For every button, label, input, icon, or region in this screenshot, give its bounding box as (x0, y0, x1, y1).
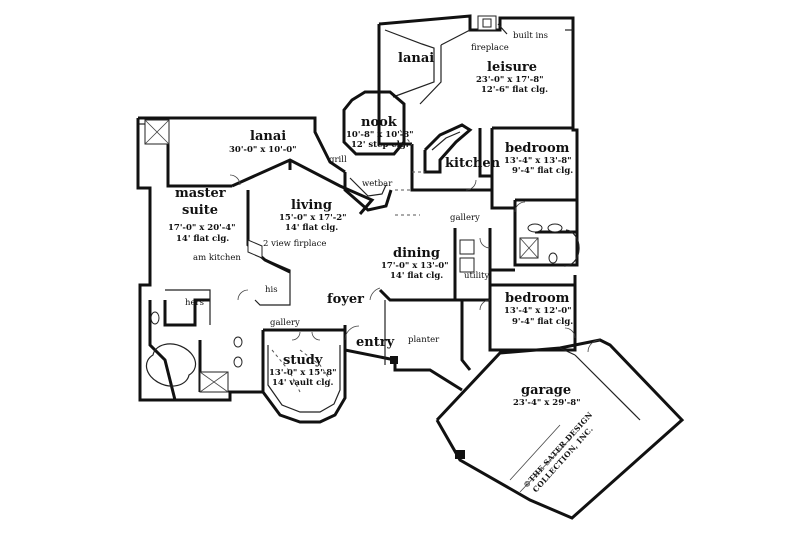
room-name-master-line2: suite (182, 203, 218, 218)
room-dims-nook: 10'-8" x 10'-8" (346, 130, 414, 140)
room-name-bedroom-2: bedroom (505, 291, 570, 306)
label-foyer: foyer (327, 292, 364, 307)
room-dims-living: 15'-0" x 17'-2" (279, 213, 347, 223)
room-dims-lanai-main: 30'-0" x 10'-0" (229, 145, 297, 155)
room-dims-leisure: 23'-0" x 17'-8" (476, 75, 544, 85)
room-dims-bedroom-1: 13'-4" x 13'-8" (504, 156, 572, 166)
label-am-kitchen: am kitchen (193, 253, 241, 263)
room-ceiling-dining: 14' flat clg. (390, 271, 443, 281)
label-hers: hers (185, 298, 204, 308)
room-ceiling-master: 14' flat clg. (176, 234, 229, 244)
room-name-dining: dining (393, 246, 440, 261)
room-name-leisure: leisure (487, 60, 537, 75)
room-dims-bedroom-2: 13'-4" x 12'-0" (504, 306, 572, 316)
label-fireplace: fireplace (471, 43, 509, 53)
label-entry: entry (356, 335, 395, 350)
label-gallery-right: gallery (450, 213, 480, 223)
room-dims-study: 13'-0" x 15'-8" (269, 368, 337, 378)
label-grill: grill (329, 155, 347, 165)
label-planter: planter (408, 335, 440, 345)
label-wetbar: wetbar (362, 179, 393, 189)
room-dims-master: 17'-0" x 20'-4" (168, 223, 236, 233)
room-name-lanai-top: lanai (398, 51, 434, 66)
copyright-line1: ©THE SATER DESIGN (522, 410, 595, 490)
room-name-bedroom-1: bedroom (505, 141, 570, 156)
room-name-kitchen: kitchen (445, 156, 501, 171)
exterior-walls (136, 14, 685, 520)
label-built-ins: built ins (513, 31, 548, 41)
room-name-lanai-main: lanai (250, 129, 286, 144)
room-dims-dining: 17'-0" x 13'-0" (381, 261, 449, 271)
room-ceiling-study: 14' vault clg. (272, 378, 333, 388)
room-name-nook: nook (361, 115, 398, 130)
label-his: his (265, 285, 278, 295)
room-name-living: living (291, 198, 332, 213)
room-ceiling-leisure: 12'-6" flat clg. (481, 85, 548, 95)
label-gallery-left: gallery (270, 318, 300, 328)
room-ceiling-bedroom-1: 9'-4" flat clg. (512, 166, 573, 176)
room-dims-garage: 23'-4" x 29'-8" (513, 398, 581, 408)
label-view-fireplace: 2 view firplace (263, 239, 326, 249)
copyright-line2: COLLECTION, INC. (531, 425, 595, 495)
room-name-study: study (283, 353, 323, 368)
room-name-master-line1: master (175, 186, 226, 201)
room-name-garage: garage (521, 383, 571, 398)
room-ceiling-living: 14' flat clg. (285, 223, 338, 233)
label-utility: utility (464, 271, 489, 281)
room-ceiling-bedroom-2: 9'-4" flat clg. (512, 317, 573, 327)
room-ceiling-nook: 12' step clg. (351, 140, 409, 150)
interior-details (144, 15, 601, 393)
